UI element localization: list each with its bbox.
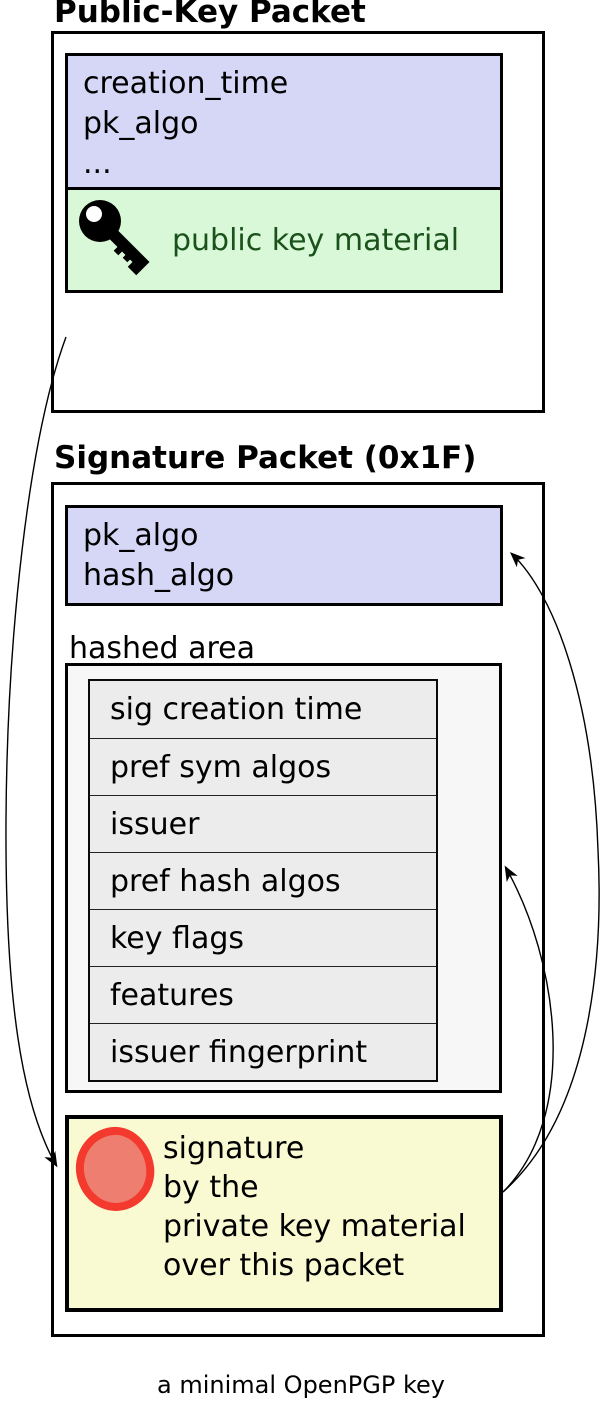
public-key-packet-box: creation_time pk_algo ... public key mat… (51, 31, 545, 413)
subpacket-row-key-flags: key flags (90, 909, 436, 966)
signature-header-box: pk_algo hash_algo (65, 505, 503, 606)
signature-box: signature by the private key material ov… (65, 1115, 503, 1312)
hashed-area-box: sig creation time pref sym algos issuer … (65, 663, 502, 1093)
seal-icon (71, 1122, 159, 1216)
signature-packet-title: Signature Packet (0x1F) (54, 440, 477, 476)
signature-text-line: signature (163, 1131, 305, 1166)
sig-field-pk-algo: pk_algo (83, 518, 199, 553)
subpacket-row-sig-creation-time: sig creation time (90, 681, 436, 738)
subpacket-row-pref-hash-algos: pref hash algos (90, 852, 436, 909)
header-field-creation-time: creation_time (83, 66, 289, 101)
public-key-packet-title: Public-Key Packet (54, 0, 366, 30)
public-key-material-box: public key material (65, 190, 503, 293)
public-key-header-box: creation_time pk_algo ... (65, 53, 503, 190)
signature-text-line: private key material (163, 1209, 466, 1244)
subpacket-row-issuer-fingerprint: issuer fingerprint (90, 1023, 436, 1080)
hashed-area-label: hashed area (69, 631, 255, 666)
signature-text-line: by the (163, 1170, 259, 1205)
sig-field-hash-algo: hash_algo (83, 558, 235, 593)
signature-packet-box: pk_algo hash_algo hashed area sig creati… (51, 482, 545, 1337)
signature-text-line: over this packet (163, 1248, 405, 1283)
subpacket-row-issuer: issuer (90, 795, 436, 852)
header-field-pk-algo: pk_algo (83, 106, 199, 141)
key-icon (79, 200, 150, 276)
caption: a minimal OpenPGP key (157, 1371, 445, 1399)
subpacket-row-pref-sym-algos: pref sym algos (90, 738, 436, 795)
subpacket-row-features: features (90, 966, 436, 1023)
header-field-ellipsis: ... (83, 146, 112, 181)
subpacket-table: sig creation time pref sym algos issuer … (88, 679, 438, 1082)
public-key-material-label: public key material (172, 222, 460, 258)
signature-text: signature by the private key material ov… (163, 1129, 466, 1285)
